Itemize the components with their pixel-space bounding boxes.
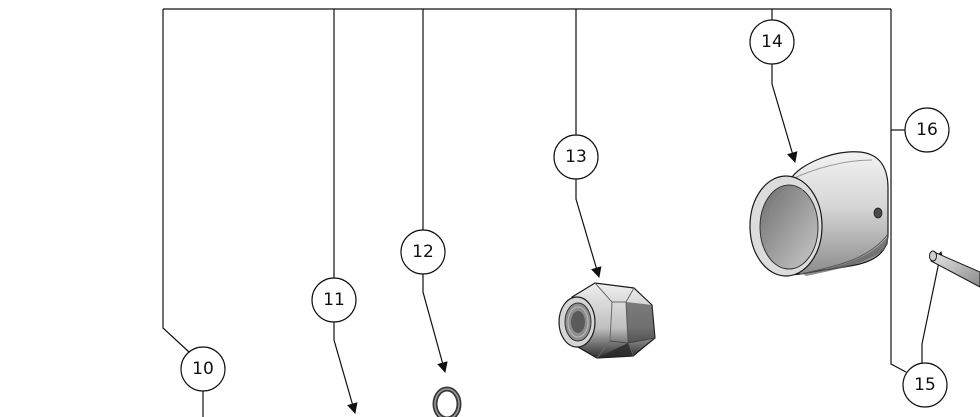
callout-label-10: 10 <box>192 359 214 379</box>
leader-14-arrow <box>771 62 798 164</box>
leader-12-arrow <box>422 270 448 374</box>
callout-16: 16 <box>904 107 950 153</box>
callout-10: 10 <box>180 346 226 392</box>
callout-label-12: 12 <box>412 242 434 262</box>
callout-13: 13 <box>553 134 599 180</box>
hex-nut-icon <box>558 282 656 359</box>
o-ring-icon <box>432 386 462 417</box>
callout-label-16: 16 <box>916 120 938 140</box>
leader-11-arrow <box>333 318 358 415</box>
callout-label-14: 14 <box>761 32 783 52</box>
pin-icon <box>929 250 980 288</box>
leader-13-arrow <box>575 177 602 279</box>
leader-lines <box>162 8 945 417</box>
cylindrical-sleeve-icon <box>749 151 889 277</box>
callout-15: 15 <box>902 362 948 408</box>
callout-label-11: 11 <box>323 290 345 310</box>
callout-label-15: 15 <box>914 375 936 395</box>
callout-11: 11 <box>311 277 357 323</box>
callout-12: 12 <box>400 229 446 275</box>
callout-label-13: 13 <box>565 147 587 167</box>
leader-16 <box>890 9 907 373</box>
callout-14: 14 <box>749 19 795 65</box>
leader-15-arrow <box>921 250 945 365</box>
leader-10 <box>162 9 190 353</box>
